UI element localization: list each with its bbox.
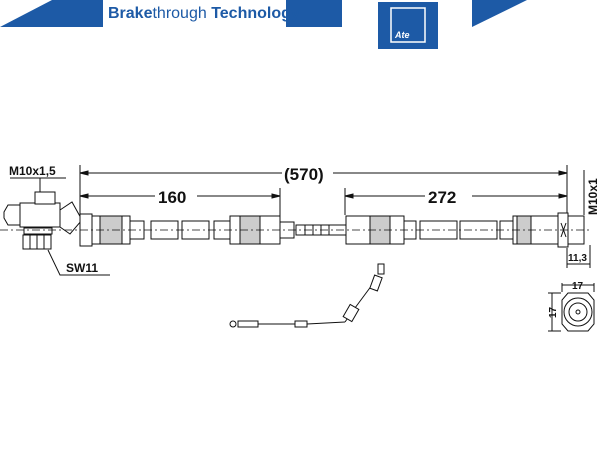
left-length-label: 160: [158, 188, 186, 207]
total-length-label: (570): [284, 165, 324, 184]
end-width-label: 17: [572, 281, 584, 292]
brand-tagline: Brakethrough Technology: [108, 5, 300, 23]
left-banjo-fitting: [3, 191, 83, 250]
brand-bold-1: Brake: [108, 5, 153, 22]
wrench-size-label: SW11: [66, 261, 98, 275]
right-fitting-length-label: 11,3: [568, 253, 587, 264]
brand-bold-2: Technology: [206, 5, 300, 22]
left-thread-label: M10x1,5: [9, 164, 56, 178]
header-banner-left: [0, 0, 103, 27]
ate-logo: Ate: [378, 2, 438, 49]
header-banner-right: [472, 0, 527, 27]
wrench-size-leader: [47, 249, 110, 276]
dimension-lines: [79, 165, 568, 220]
right-thread-label: M10x1: [586, 178, 600, 215]
header-banner-middle: [286, 0, 342, 27]
end-height-label: 17: [548, 306, 559, 318]
svg-text:Ate: Ate: [394, 30, 410, 40]
brand-regular: through: [152, 5, 207, 22]
hose-overview-sketch: [229, 263, 385, 328]
right-length-label: 272: [428, 188, 456, 207]
end-view: [548, 283, 595, 332]
